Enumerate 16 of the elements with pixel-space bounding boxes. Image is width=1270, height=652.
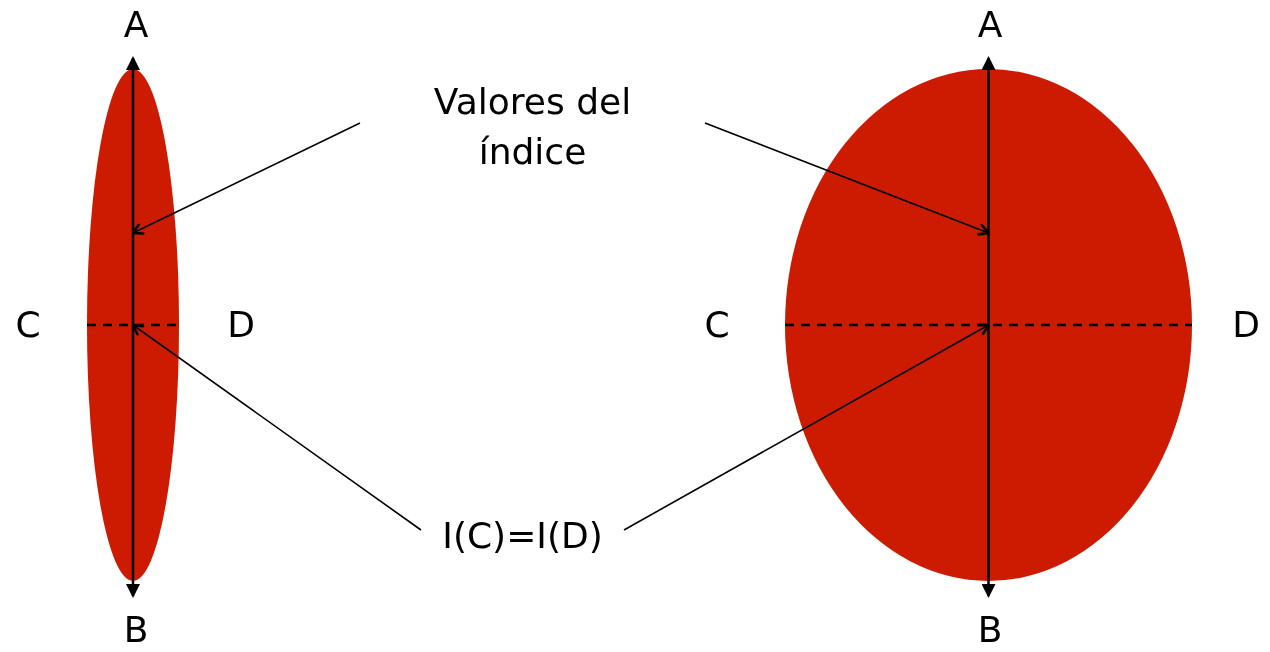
axis-end-label: D [1232, 307, 1260, 343]
leader-arrow [131, 122, 361, 235]
ellipse-shape [785, 69, 1192, 581]
axis-end-label: C [704, 307, 730, 343]
axis-end-label: D [227, 307, 255, 343]
axis-end-label: A [977, 7, 1003, 43]
leader-arrow [131, 323, 422, 531]
callout-text: Valores del índice [432, 79, 633, 174]
axis-end-label: C [15, 307, 41, 343]
leader-arrow [623, 323, 990, 531]
callout-text: I(C)=I(D) [442, 513, 603, 558]
ellipse-shape [87, 69, 179, 581]
leader-arrow [704, 122, 990, 236]
axis-end-label: B [123, 612, 149, 648]
axis-end-label: A [123, 7, 149, 43]
axis-end-label: B [977, 612, 1003, 648]
